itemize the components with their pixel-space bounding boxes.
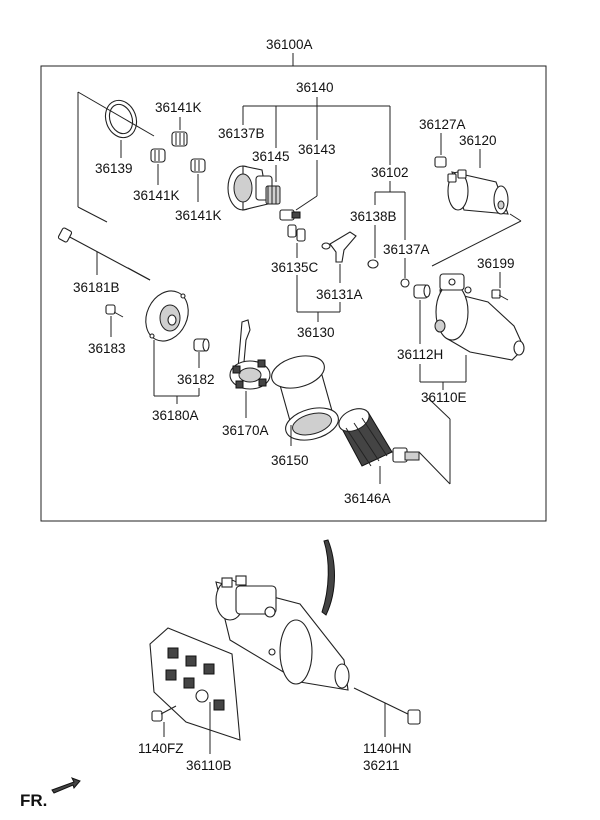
label-36130: 36130: [297, 325, 335, 340]
label-36138B: 36138B: [350, 209, 397, 224]
label-36183: 36183: [88, 341, 126, 356]
bushing-36182: [193, 338, 210, 352]
label-36145: 36145: [252, 149, 290, 164]
armature-36146A: [338, 408, 420, 467]
clip-36138B: [367, 259, 379, 269]
bolt-1140FZ: [151, 705, 177, 722]
front-arrow-icon: [51, 777, 81, 794]
heat-shield-36110B: [149, 627, 241, 741]
label-36137A: 36137A: [383, 242, 430, 257]
label-1140FZ: 1140FZ: [138, 741, 184, 756]
assembly-frame: [40, 65, 547, 522]
bearing-36141K-right: [190, 158, 206, 173]
lever-36135C: [287, 224, 306, 242]
label-36146A: 36146A: [344, 491, 391, 506]
housing-36110E: [434, 273, 525, 361]
label-36112H: 36112H: [397, 347, 443, 362]
nut-36127A: [434, 156, 447, 168]
assembled-starter: [215, 575, 350, 691]
label-36182: 36182: [177, 372, 215, 387]
label-36180A: 36180A: [152, 408, 199, 423]
bearing-36141K-top: [171, 131, 188, 147]
label-36110E: 36110E: [421, 390, 467, 405]
label-36181B: 36181B: [73, 280, 120, 295]
assembly-arrow: [321, 539, 335, 616]
label-36131A: 36131A: [316, 287, 363, 302]
bracket-36130: [296, 275, 341, 322]
label-36127A: 36127A: [419, 117, 466, 132]
label-36137B: 36137B: [218, 126, 265, 141]
label-36150: 36150: [271, 453, 309, 468]
bolt-36199: [491, 289, 509, 301]
bushing-36112H: [413, 284, 431, 299]
ring-36139: [104, 99, 138, 139]
label-36143: 36143: [298, 142, 336, 157]
bolt-36183: [105, 304, 124, 318]
label-36120: 36120: [459, 133, 497, 148]
label-36141K-right: 36141K: [175, 208, 222, 223]
label-36135C: 36135C: [271, 260, 319, 275]
bearing-36141K-left: [150, 148, 166, 163]
label-36102: 36102: [371, 165, 409, 180]
label-36140: 36140: [296, 80, 334, 95]
bracket-36180A: [153, 340, 200, 404]
label-36139: 36139: [95, 161, 133, 176]
front-marker: FR.: [20, 791, 47, 810]
shaft-36143: [279, 209, 301, 221]
bolt-36181B: [57, 227, 151, 281]
label-36100A: 36100A: [266, 37, 313, 52]
bolt-1140HN: [353, 687, 421, 725]
yoke-36150: [271, 355, 339, 441]
bracket-36110E: [419, 355, 467, 390]
brush-holder-36170A: [229, 319, 271, 390]
label-36211: 36211: [363, 758, 400, 773]
washer-36137A: [400, 278, 410, 288]
gear-housing-36137B: [227, 165, 281, 211]
solenoid-36120: [447, 169, 509, 215]
label-1140HN: 1140HN: [363, 741, 412, 756]
label-36110B: 36110B: [186, 758, 232, 773]
bracket-36140: [242, 97, 391, 165]
end-cover-36180A: [145, 290, 189, 342]
label-36141K-top: 36141K: [155, 100, 202, 115]
label-36199: 36199: [477, 256, 515, 271]
fork-36131A: [321, 231, 357, 263]
label-36141K-left: 36141K: [133, 188, 180, 203]
label-36170A: 36170A: [222, 423, 269, 438]
bracket-36102: [374, 181, 406, 240]
